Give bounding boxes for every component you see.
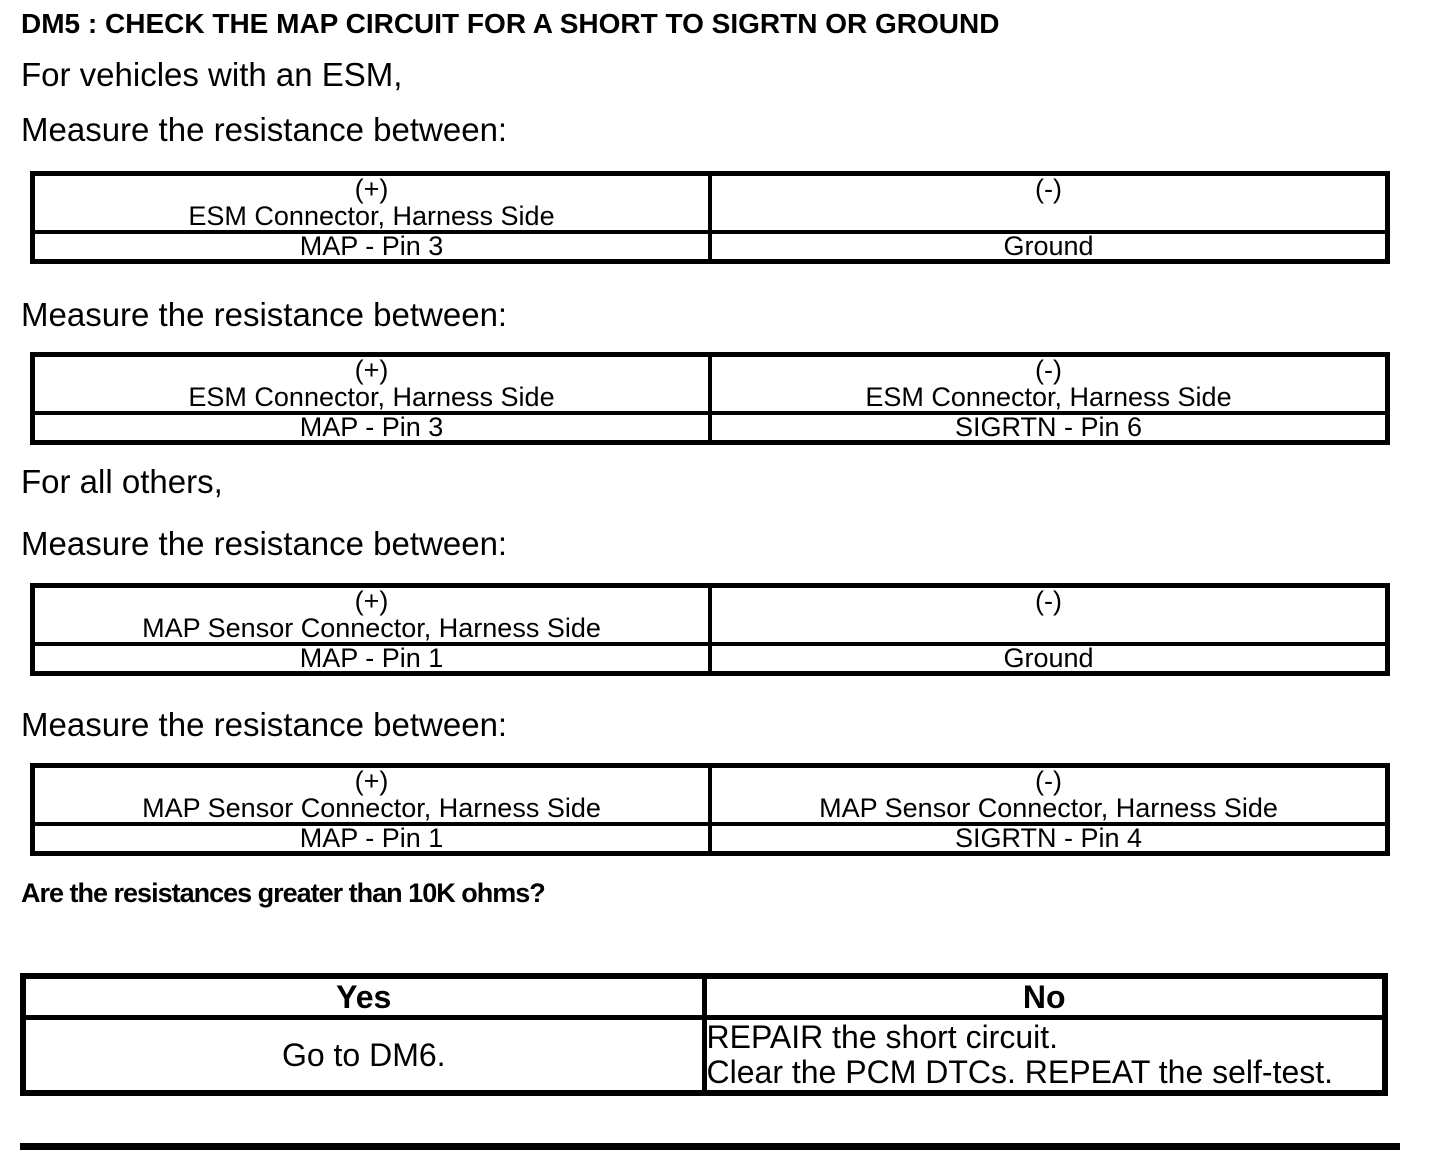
procedure-title: DM5 : CHECK THE MAP CIRCUIT FOR A SHORT … xyxy=(21,8,1000,39)
measure-instruction: Measure the resistance between: xyxy=(21,525,508,562)
negative-test-point: Ground xyxy=(708,642,1390,676)
yes-action-cell: Go to DM6. xyxy=(20,1015,707,1096)
negative-connector xyxy=(714,615,1384,640)
positive-header-cell: (+) ESM Connector, Harness Side xyxy=(30,171,712,234)
positive-sign: (+) xyxy=(354,766,389,796)
negative-test-point: SIGRTN - Pin 6 xyxy=(708,411,1390,445)
no-action-line: Clear the PCM DTCs. REPEAT the self-test… xyxy=(706,1054,1334,1090)
positive-connector: ESM Connector, Harness Side xyxy=(188,201,555,231)
measurement-table: (+) ESM Connector, Harness Side (-) MAP … xyxy=(30,171,1390,264)
negative-sign: (-) xyxy=(1035,766,1062,796)
measurement-table: (+) MAP Sensor Connector, Harness Side (… xyxy=(30,763,1390,856)
negative-header-cell: (-) xyxy=(708,583,1390,646)
positive-header-cell: (+) ESM Connector, Harness Side xyxy=(30,352,712,415)
positive-header-cell: (+) MAP Sensor Connector, Harness Side xyxy=(30,583,712,646)
positive-sign: (+) xyxy=(354,355,389,385)
positive-test-point: MAP - Pin 1 xyxy=(30,642,712,676)
no-header-cell: No xyxy=(701,973,1388,1020)
positive-test-point: MAP - Pin 1 xyxy=(30,822,712,856)
measure-instruction: Measure the resistance between: xyxy=(21,706,508,743)
negative-test-point: SIGRTN - Pin 4 xyxy=(708,822,1390,856)
positive-connector: MAP Sensor Connector, Harness Side xyxy=(142,613,601,643)
negative-connector xyxy=(714,203,1384,228)
esm-intro-text: For vehicles with an ESM, xyxy=(21,56,403,93)
question-text: Are the resistances greater than 10K ohm… xyxy=(21,878,546,908)
positive-connector: ESM Connector, Harness Side xyxy=(188,382,555,412)
measure-instruction: Measure the resistance between: xyxy=(21,296,508,333)
positive-test-point: MAP - Pin 3 xyxy=(30,230,712,264)
measurement-table: (+) ESM Connector, Harness Side (-) ESM … xyxy=(30,352,1390,445)
positive-test-point: MAP - Pin 3 xyxy=(30,411,712,445)
negative-header-cell: (-) MAP Sensor Connector, Harness Side xyxy=(708,763,1390,826)
decision-table: Yes No Go to DM6. REPAIR the short circu… xyxy=(20,973,1388,1096)
no-action-line: REPAIR the short circuit. xyxy=(706,1019,1059,1055)
positive-header-cell: (+) MAP Sensor Connector, Harness Side xyxy=(30,763,712,826)
no-action-cell: REPAIR the short circuit. Clear the PCM … xyxy=(701,1015,1388,1096)
negative-sign: (-) xyxy=(1035,174,1062,204)
negative-test-point: Ground xyxy=(708,230,1390,264)
measure-instruction: Measure the resistance between: xyxy=(21,111,508,148)
negative-connector: MAP Sensor Connector, Harness Side xyxy=(819,793,1278,823)
negative-connector: ESM Connector, Harness Side xyxy=(865,382,1232,412)
measurement-table: (+) MAP Sensor Connector, Harness Side (… xyxy=(30,583,1390,676)
bottom-divider xyxy=(20,1143,1400,1150)
positive-sign: (+) xyxy=(354,586,389,616)
negative-sign: (-) xyxy=(1035,355,1062,385)
others-intro-text: For all others, xyxy=(21,463,223,500)
positive-sign: (+) xyxy=(354,174,389,204)
negative-sign: (-) xyxy=(1035,586,1062,616)
positive-connector: MAP Sensor Connector, Harness Side xyxy=(142,793,601,823)
yes-header-cell: Yes xyxy=(20,973,707,1020)
negative-header-cell: (-) ESM Connector, Harness Side xyxy=(708,352,1390,415)
negative-header-cell: (-) xyxy=(708,171,1390,234)
